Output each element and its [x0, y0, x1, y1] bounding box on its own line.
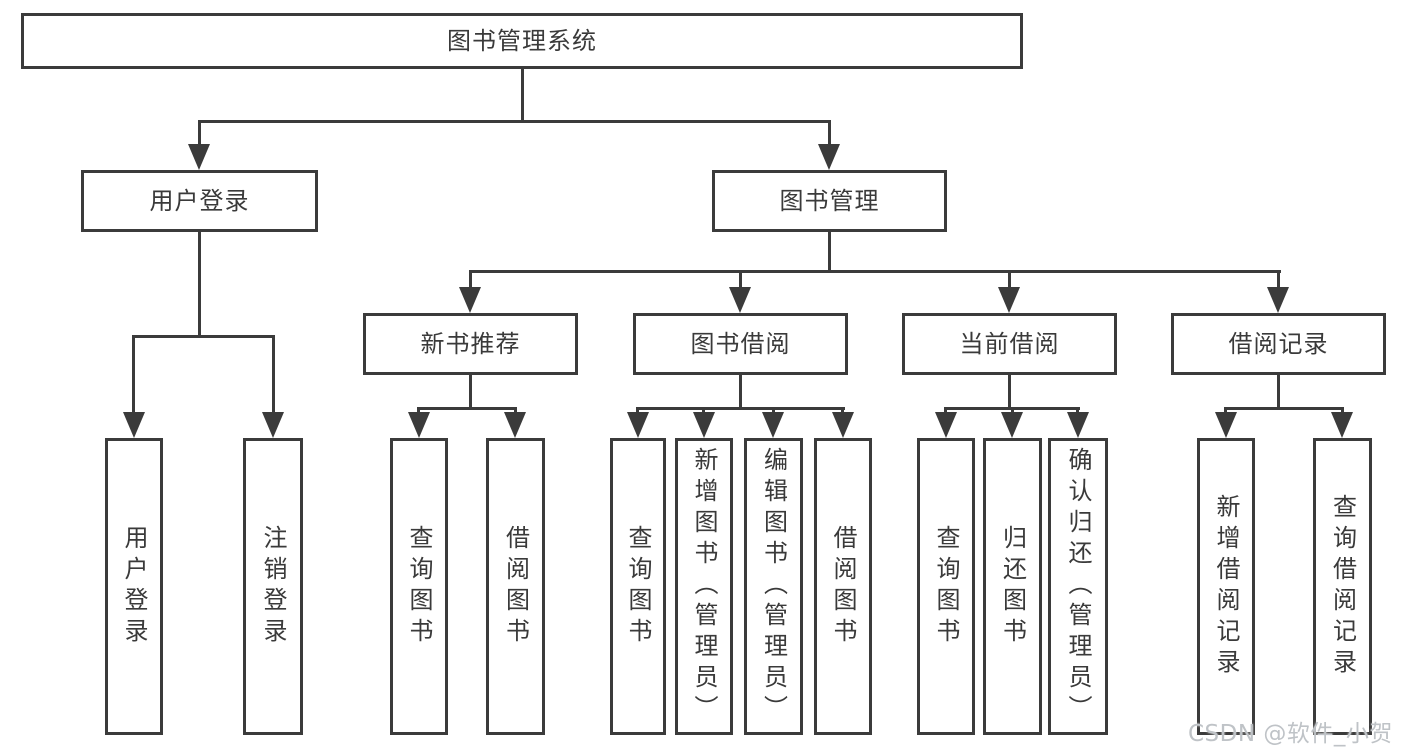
arrowhead-icon [1001, 412, 1023, 438]
arrowhead-icon [818, 144, 840, 170]
node-book-borrow: 图书借阅 [633, 313, 848, 375]
arrowhead-icon [123, 412, 145, 438]
node-new-book-rec-label: 新书推荐 [420, 330, 521, 358]
connector-current-borrow-stub [1008, 375, 1011, 409]
arrowhead-icon [627, 412, 649, 438]
leaf-logout: 注销登录 [243, 438, 303, 735]
leaf-user-login: 用户登录 [105, 438, 163, 735]
leaf-borrow-add-books-admin-label: 新增图书（管理员） [690, 447, 718, 726]
connector-leaf-stub [1076, 407, 1079, 416]
arrowhead-icon [729, 287, 751, 313]
connector-to-leaf-logout [272, 335, 275, 414]
leaf-newrec-query-books: 查询图书 [390, 438, 448, 735]
arrowhead-icon [408, 412, 430, 438]
leaf-borrow-query-books-label: 查询图书 [624, 524, 652, 649]
connector-new-book-rec-stub [469, 375, 472, 409]
arrowhead-icon [459, 287, 481, 313]
leaf-borrow-edit-books-admin-label: 编辑图书（管理员） [759, 447, 788, 726]
node-current-borrow: 当前借阅 [902, 313, 1117, 375]
leaf-newrec-query-books-label: 查询图书 [405, 524, 433, 649]
leaf-records-query-record-label: 查询借阅记录 [1328, 493, 1357, 680]
arrowhead-icon [762, 412, 784, 438]
leaf-user-login-label: 用户登录 [120, 524, 148, 649]
arrowhead-icon [693, 412, 715, 438]
leaf-current-query-books: 查询图书 [917, 438, 975, 735]
leaf-newrec-borrow-books: 借阅图书 [486, 438, 545, 735]
arrowhead-icon [1215, 412, 1237, 438]
node-root-label: 图书管理系统 [447, 27, 597, 55]
leaf-records-add-record-label: 新增借阅记录 [1212, 493, 1240, 680]
leaf-current-return-books: 归还图书 [983, 438, 1042, 735]
connector-to-leaf-login [132, 335, 135, 414]
connector-book-mgmt-stub [828, 232, 831, 272]
connector-new-book-rec-rail [418, 407, 517, 410]
connector-borrow-records-stub [1277, 375, 1280, 409]
connector-leaf-stub [841, 407, 844, 416]
node-book-mgmt-label: 图书管理 [779, 187, 880, 215]
connector-book-borrow-stub [739, 375, 742, 409]
leaf-current-confirm-return-admin-label: 确认归还（管理员） [1064, 447, 1092, 726]
arrowhead-icon [1267, 287, 1289, 313]
connector-leaf-stub [417, 407, 420, 416]
connector-to-user-login [198, 120, 201, 146]
leaf-current-return-books-label: 归还图书 [998, 524, 1027, 649]
leaf-borrow-borrow-books-label: 借阅图书 [829, 524, 857, 649]
connector-leaf-stub [944, 407, 947, 416]
arrowhead-icon [998, 287, 1020, 313]
connector-root-stub [521, 69, 524, 122]
node-current-borrow-label: 当前借阅 [959, 330, 1060, 358]
leaf-current-confirm-return-admin: 确认归还（管理员） [1048, 438, 1108, 735]
leaf-newrec-borrow-books-label: 借阅图书 [501, 524, 530, 649]
leaf-current-query-books-label: 查询图书 [932, 524, 960, 649]
node-book-borrow-label: 图书借阅 [690, 330, 791, 358]
csdn-watermark: CSDN @软件_小贺同学 [1188, 721, 1393, 747]
node-borrow-records: 借阅记录 [1171, 313, 1386, 375]
connector-leaf-stub [1224, 407, 1227, 416]
arrowhead-icon [1067, 412, 1089, 438]
node-book-mgmt: 图书管理 [712, 170, 947, 232]
node-new-book-rec: 新书推荐 [363, 313, 578, 375]
connector-leaf-stub [702, 407, 705, 416]
connector-user-login-rail [133, 335, 275, 338]
leaf-borrow-borrow-books: 借阅图书 [814, 438, 872, 735]
connector-to-book-mgmt [828, 120, 831, 146]
connector-to-borrow-records [1277, 270, 1280, 289]
connector-leaf-stub [1011, 407, 1014, 416]
node-user-login: 用户登录 [81, 170, 318, 232]
leaf-borrow-add-books-admin: 新增图书（管理员） [675, 438, 733, 735]
arrowhead-icon [262, 412, 284, 438]
connector-to-book-borrow [739, 270, 742, 289]
connector-to-current-borrow [1008, 270, 1011, 289]
connector-book-borrow-rail [636, 407, 845, 410]
connector-level1-rail [198, 120, 831, 123]
arrowhead-icon [832, 412, 854, 438]
arrowhead-icon [188, 144, 210, 170]
leaf-logout-label: 注销登录 [259, 524, 287, 649]
leaf-borrow-edit-books-admin: 编辑图书（管理员） [744, 438, 803, 735]
leaf-records-query-record: 查询借阅记录 [1313, 438, 1372, 735]
arrowhead-icon [1331, 412, 1353, 438]
leaf-records-add-record: 新增借阅记录 [1197, 438, 1255, 735]
arrowhead-icon [935, 412, 957, 438]
connector-level3-rail [469, 270, 1281, 273]
connector-leaf-stub [1341, 407, 1344, 416]
node-root: 图书管理系统 [21, 13, 1023, 69]
connector-leaf-stub [514, 407, 517, 416]
node-borrow-records-label: 借阅记录 [1228, 330, 1329, 358]
connector-user-login-stub [198, 232, 201, 337]
connector-to-new-book-rec [469, 270, 472, 289]
connector-leaf-stub [636, 407, 639, 416]
connector-borrow-records-rail [1224, 407, 1344, 410]
leaf-borrow-query-books: 查询图书 [610, 438, 666, 735]
node-user-login-label: 用户登录 [149, 187, 250, 215]
arrowhead-icon [504, 412, 526, 438]
connector-leaf-stub [772, 407, 775, 416]
